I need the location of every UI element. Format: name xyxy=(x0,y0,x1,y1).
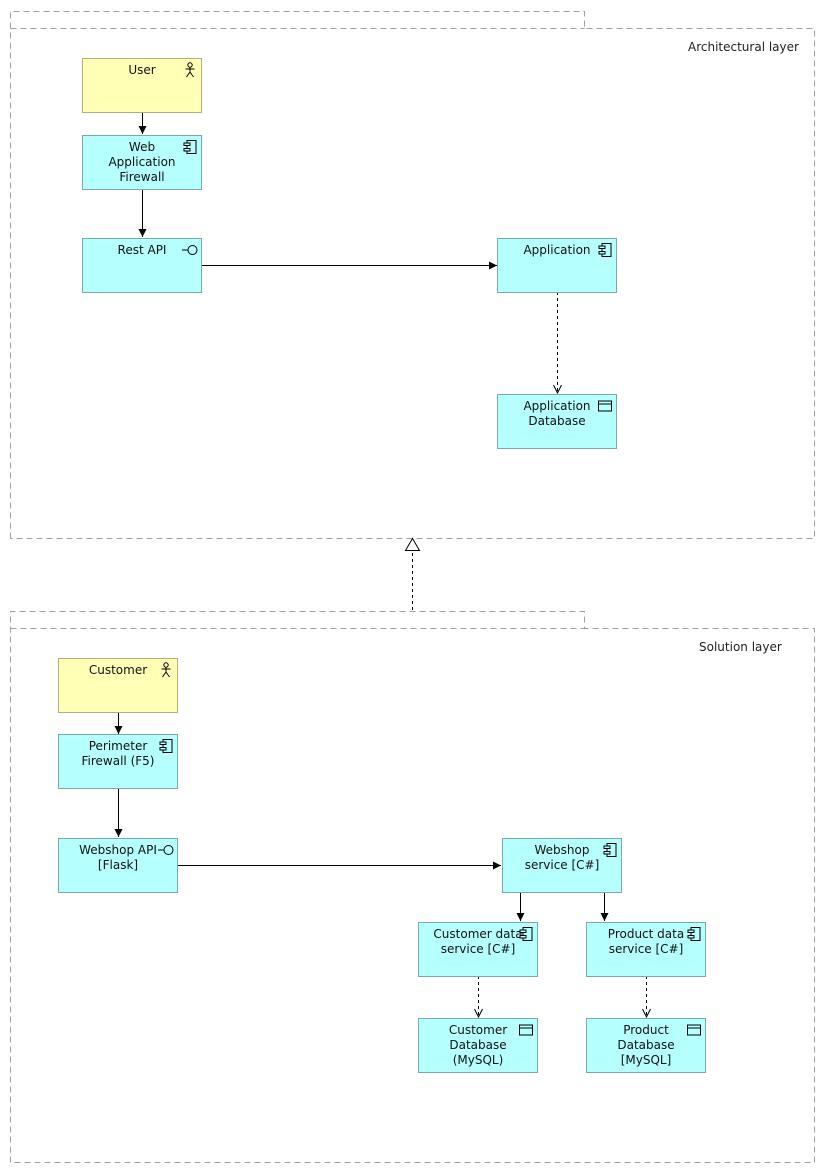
node-perimeter-fw[interactable]: Perimeter Firewall (F5) xyxy=(58,734,178,789)
node-customer-db-label: Customer Database (MySQL) xyxy=(448,1023,508,1067)
node-webshop-api-label: Webshop API [Flask] xyxy=(79,843,157,872)
node-product-db[interactable]: Product Database [MySQL] xyxy=(586,1018,706,1073)
component-icon xyxy=(519,927,533,941)
architectural-layer-label: Architectural layer xyxy=(688,40,799,54)
component-icon xyxy=(159,739,173,753)
node-customer-db[interactable]: Customer Database (MySQL) xyxy=(418,1018,538,1073)
node-webshop-service-label: Webshop service [C#] xyxy=(524,843,600,872)
node-product-data-service[interactable]: Product data service [C#] xyxy=(586,922,706,977)
component-icon xyxy=(183,140,197,154)
node-rest-api[interactable]: Rest API xyxy=(82,238,202,293)
component-icon xyxy=(687,927,701,941)
data-object-icon xyxy=(519,1024,533,1036)
interface-icon xyxy=(158,845,174,855)
node-rest-api-label: Rest API xyxy=(117,243,167,257)
node-customer-label: Customer xyxy=(88,663,148,677)
actor-icon xyxy=(185,62,195,78)
solution-layer-frame[interactable] xyxy=(10,611,815,1163)
node-app-db-label: Application Database xyxy=(523,399,591,428)
node-product-data-service-label: Product data service [C#] xyxy=(607,927,685,956)
solution-layer-label: Solution layer xyxy=(699,640,782,654)
node-application[interactable]: Application xyxy=(497,238,617,293)
node-waf[interactable]: Web Application Firewall xyxy=(82,135,202,190)
data-object-icon xyxy=(687,1024,701,1036)
node-application-label: Application xyxy=(523,243,591,257)
node-customer-data-service[interactable]: Customer data service [C#] xyxy=(418,922,538,977)
node-user-label: User xyxy=(128,63,156,77)
node-product-db-label: Product Database [MySQL] xyxy=(617,1023,675,1067)
node-app-db[interactable]: Application Database xyxy=(497,394,617,449)
data-object-icon xyxy=(598,400,612,412)
actor-icon xyxy=(161,662,171,678)
component-icon xyxy=(598,243,612,257)
node-customer-data-service-label: Customer data service [C#] xyxy=(433,927,523,956)
interface-icon xyxy=(182,245,198,255)
component-icon xyxy=(603,843,617,857)
node-waf-label: Web Application Firewall xyxy=(108,140,176,184)
node-webshop-service[interactable]: Webshop service [C#] xyxy=(502,838,622,893)
node-customer[interactable]: Customer xyxy=(58,658,178,713)
node-perimeter-fw-label: Perimeter Firewall (F5) xyxy=(81,739,155,768)
architectural-layer-frame[interactable] xyxy=(10,11,815,539)
node-webshop-api[interactable]: Webshop API [Flask] xyxy=(58,838,178,893)
realization-arrowhead xyxy=(404,537,421,551)
node-user[interactable]: User xyxy=(82,58,202,113)
